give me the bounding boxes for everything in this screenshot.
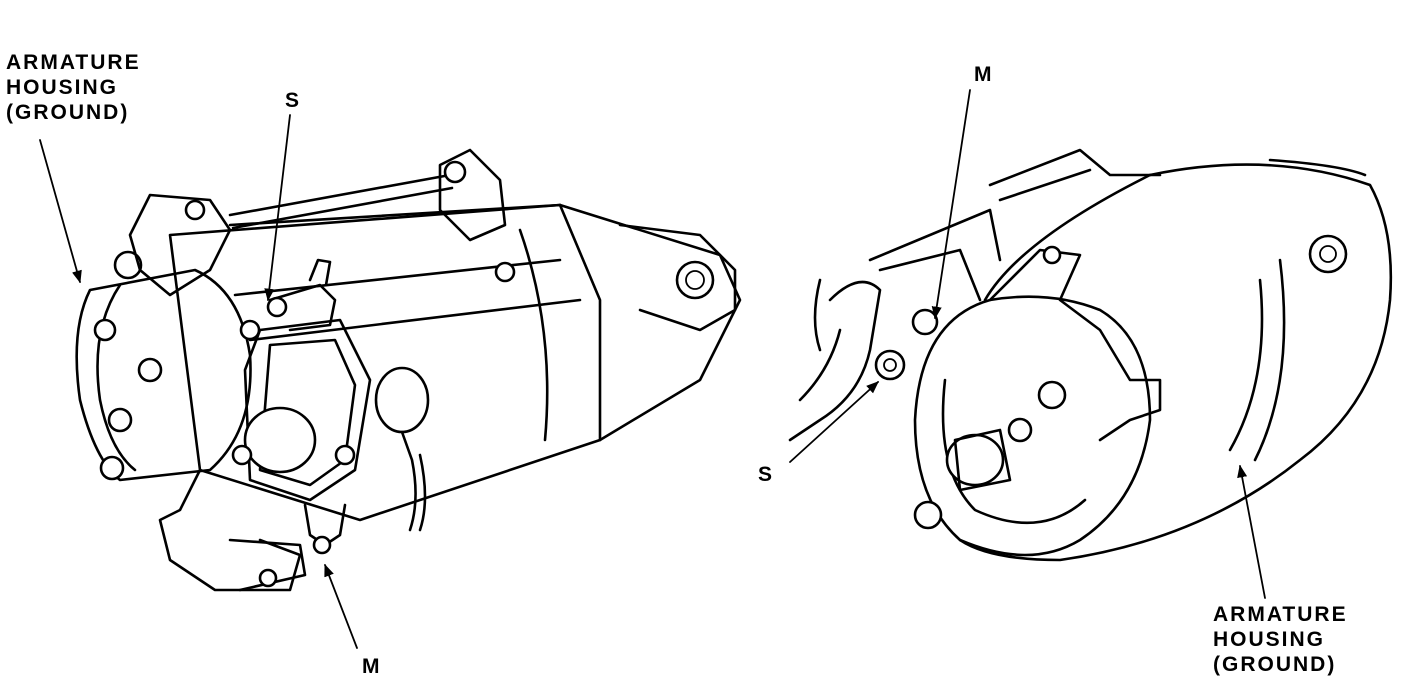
right-m-terminal-label: M bbox=[974, 63, 994, 86]
right-starter-illustration bbox=[788, 148, 1393, 562]
right-m-arrow bbox=[931, 89, 971, 320]
right-armature-housing-label: ARMATURE HOUSING (GROUND) bbox=[1213, 603, 1348, 676]
left-starter-illustration bbox=[75, 148, 742, 592]
right-s-terminal-icon bbox=[874, 349, 906, 381]
right-m-terminal-icon bbox=[911, 308, 939, 336]
right-s-terminal-label: S bbox=[758, 463, 775, 486]
left-m-terminal-label: M bbox=[362, 655, 382, 678]
right-s-arrow bbox=[789, 381, 879, 463]
top-bolt-icon bbox=[443, 160, 467, 184]
left-m-arrow bbox=[324, 563, 358, 649]
right-mount-bolt-icon bbox=[1308, 234, 1348, 274]
left-m-terminal-icon bbox=[312, 535, 332, 555]
left-s-terminal-label: S bbox=[285, 89, 302, 112]
left-armature-housing-label: ARMATURE HOUSING (GROUND) bbox=[6, 51, 141, 124]
right-armature-arrow bbox=[1237, 464, 1266, 599]
left-armature-arrow bbox=[39, 139, 82, 284]
end-cap-bolt-icon bbox=[113, 250, 143, 280]
solenoid-cap bbox=[243, 406, 317, 474]
mount-bolt-icon bbox=[675, 260, 715, 300]
left-s-arrow bbox=[264, 114, 291, 302]
left-s-terminal-icon bbox=[266, 296, 288, 318]
